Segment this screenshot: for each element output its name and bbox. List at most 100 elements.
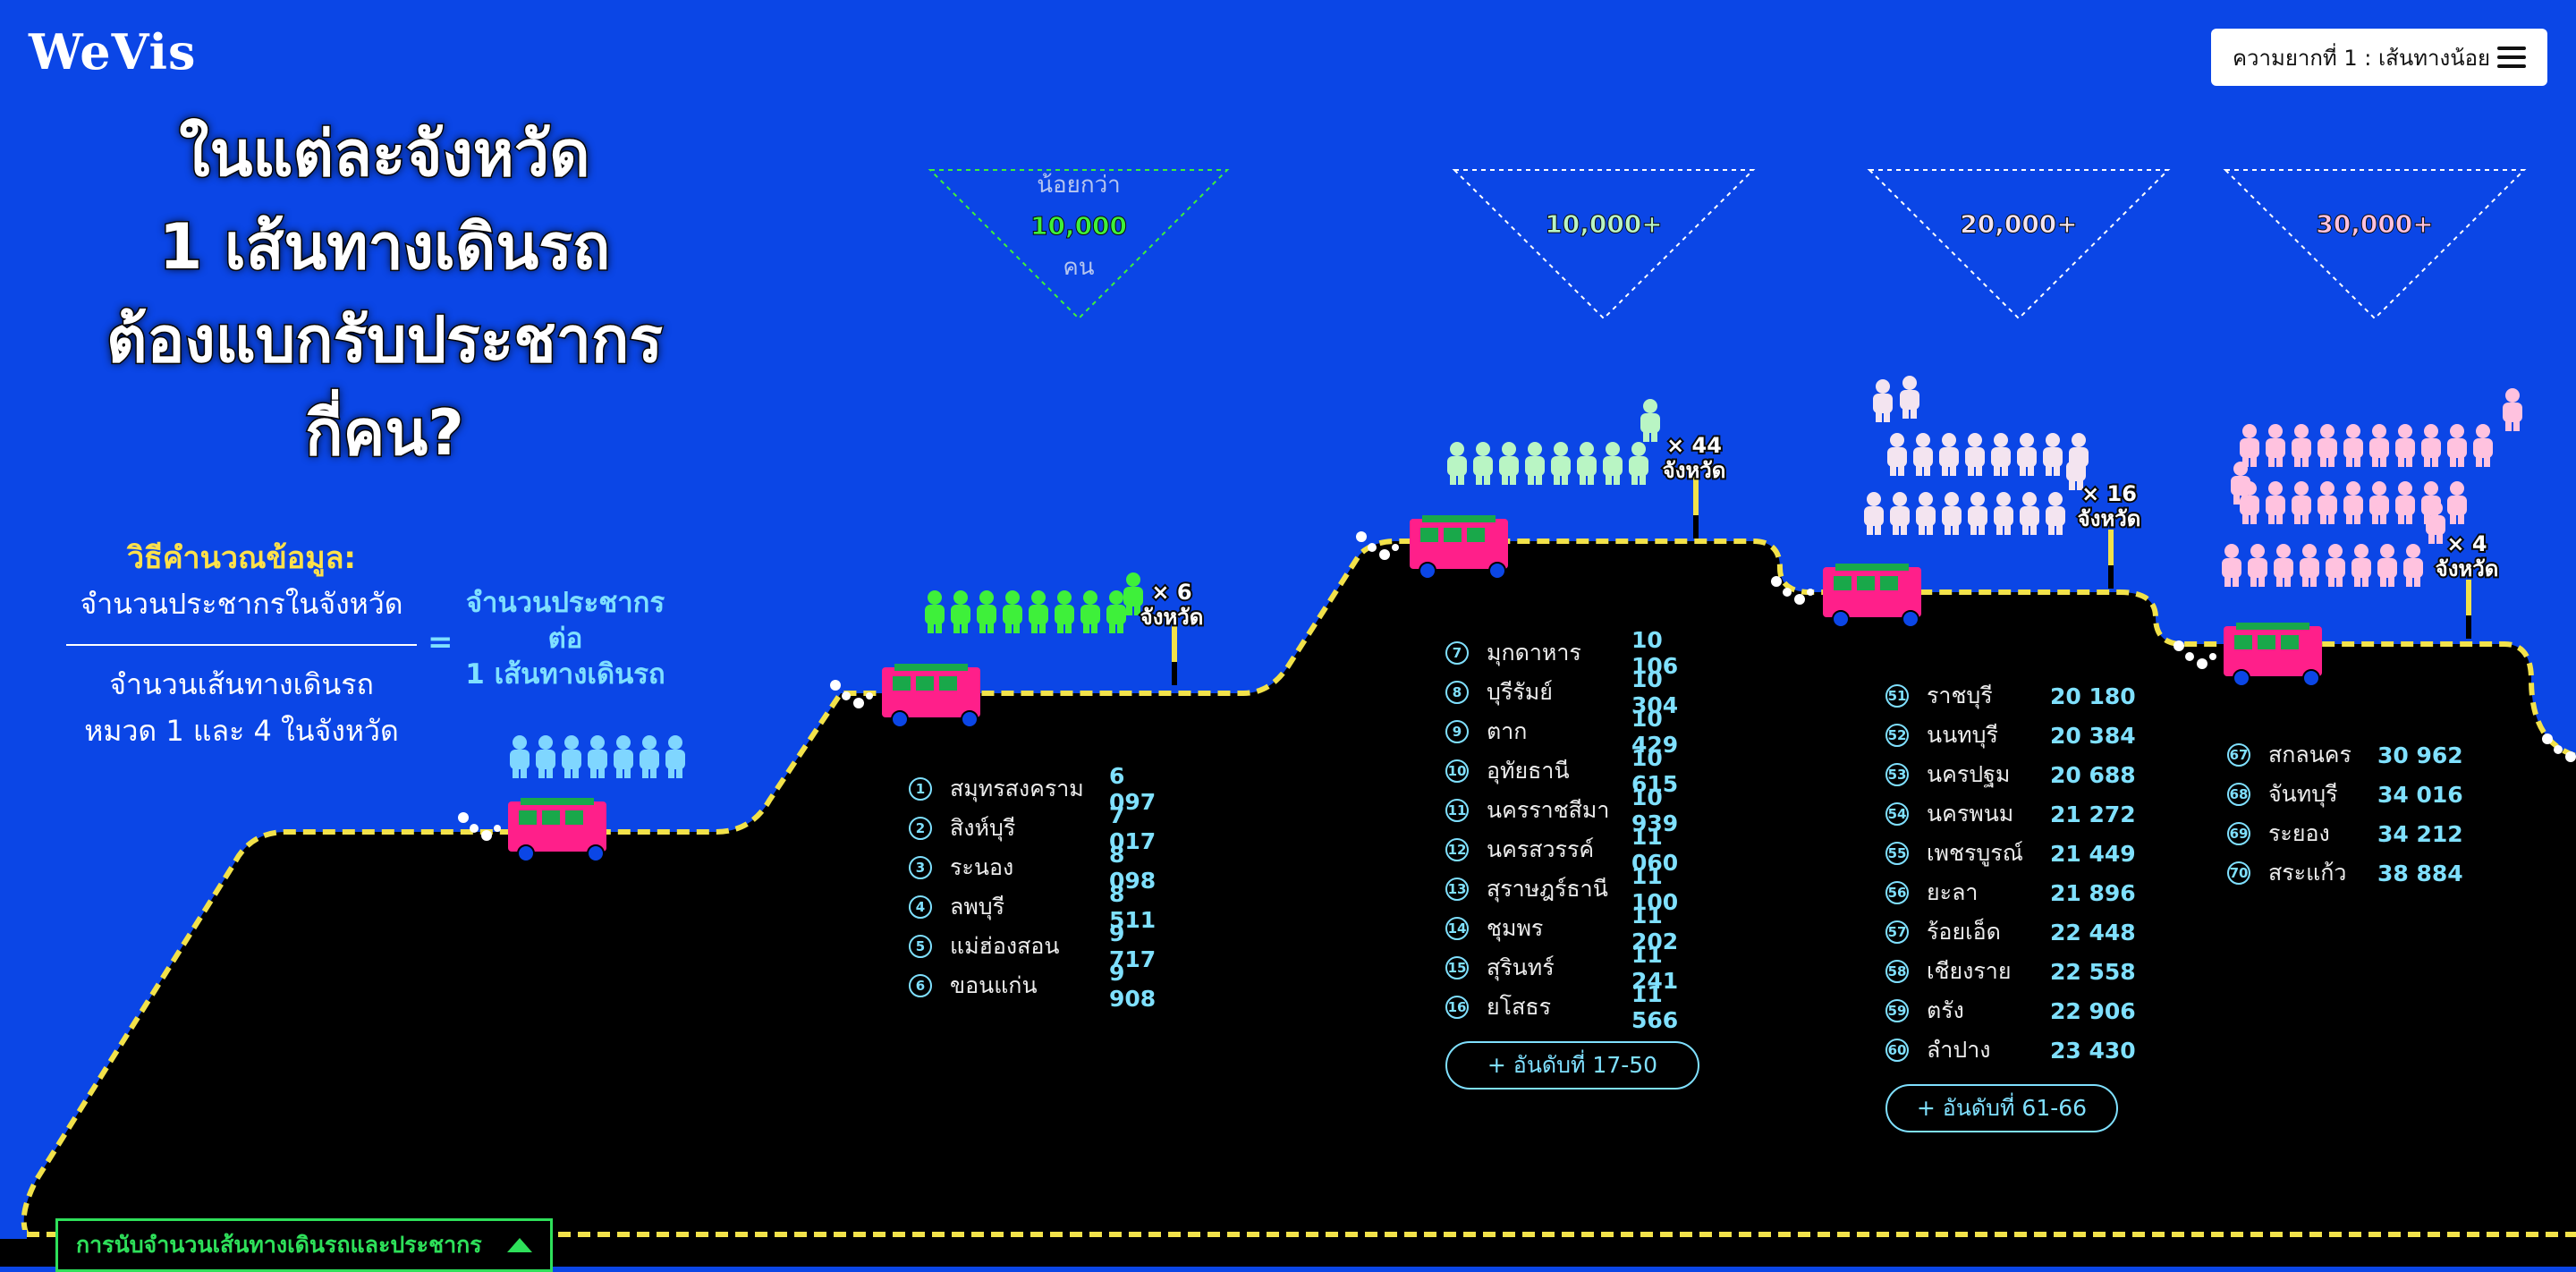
province-name: เชียงราย (1927, 958, 2012, 984)
rank-badge: 67 (2227, 743, 2250, 767)
province-name: สกลนคร (2268, 742, 2351, 767)
rank-badge: 10 (1445, 759, 1469, 783)
method-result: จำนวนประชากร ต่อ 1 เส้นทางเดินรถ (453, 585, 678, 692)
person-figure (1640, 399, 1660, 442)
show-more-ranks-button[interactable]: + อันดับที่ 61-66 (1885, 1084, 2118, 1132)
population-per-route: 21 896 (2050, 879, 2136, 906)
rank-badge: 2 (909, 817, 932, 840)
person-figure (2248, 544, 2267, 587)
person-figure (1913, 433, 1933, 476)
province-row: 55 เพชรบูรณ์ 21 449 (1885, 835, 2154, 871)
person-figure (2266, 424, 2285, 467)
province-name: ยโสธร (1487, 994, 1552, 1020)
person-figure (2395, 481, 2415, 524)
province-name: สมุทรสงคราม (950, 776, 1084, 801)
population-per-route: 10 429 (1631, 706, 1679, 758)
rank-badge: 58 (1885, 960, 1909, 983)
difficulty-menu-button[interactable]: ความยากที่ 1 : เส้นทางน้อย (2211, 29, 2547, 86)
person-figure (1942, 492, 1962, 535)
person-figure (510, 735, 530, 778)
person-figure (2266, 481, 2285, 524)
population-per-route: 11 566 (1631, 981, 1679, 1033)
province-name: ชุมพร (1487, 915, 1544, 941)
population-per-route: 8 098 (1109, 842, 1157, 894)
province-name: นครพนม (1927, 801, 2014, 827)
population-per-route: 8 511 (1109, 881, 1157, 933)
person-figure (2020, 492, 2039, 535)
person-figure (1873, 379, 1893, 422)
province-name: นนทบุรี (1927, 722, 1998, 748)
person-figure (1123, 572, 1143, 615)
bus-3 (1410, 515, 1508, 580)
fraction-line (66, 644, 417, 646)
wevis-logo[interactable]: WeVis (29, 23, 197, 81)
rank-badge: 69 (2227, 822, 2250, 845)
method-title: วิธีคำนวณข้อมูล: (126, 540, 357, 576)
person-figure (2274, 544, 2293, 587)
province-name: ลพบุรี (950, 894, 1005, 920)
province-name: เพชรบูรณ์ (1927, 840, 2023, 866)
bus-2 (882, 664, 980, 728)
rank-badge: 55 (1885, 842, 1909, 865)
person-figure (2343, 481, 2363, 524)
province-name: ตาก (1487, 718, 1528, 744)
person-figure (2017, 433, 2037, 476)
province-name: ระนอง (950, 854, 1014, 880)
population-per-route: 21 449 (2050, 840, 2136, 867)
rank-badge: 7 (1445, 641, 1469, 665)
province-name: จันทบุรี (2268, 781, 2338, 807)
province-row: 7 มุกดาหาร 10 106 (1445, 627, 1714, 679)
population-per-route: 22 558 (2050, 958, 2136, 985)
rank-badge: 16 (1445, 996, 1469, 1019)
population-per-route: 20 384 (2050, 722, 2136, 749)
province-name: ขอนแก่น (950, 972, 1038, 998)
person-figure (2447, 424, 2467, 467)
person-figure (1864, 492, 1884, 535)
population-per-route: 11 202 (1631, 903, 1679, 954)
show-more-ranks-button[interactable]: + อันดับที่ 17-50 (1445, 1041, 1699, 1090)
population-per-route: 21 272 (2050, 801, 2136, 827)
page-title: ในแต่ละจังหวัด 1 เส้นทางเดินรถ ต้องแบกรั… (72, 107, 698, 479)
province-name: มุกดาหาร (1487, 640, 1581, 666)
population-per-route: 34 016 (2377, 781, 2463, 808)
population-per-route: 11 100 (1631, 863, 1679, 915)
person-figure (2395, 424, 2415, 467)
population-per-route: 9 717 (1109, 920, 1157, 972)
person-figure (2046, 492, 2065, 535)
person-figure (925, 590, 945, 633)
population-per-route: 22 906 (2050, 997, 2136, 1024)
province-name: สิงห์บุรี (950, 815, 1016, 841)
province-name: ตรัง (1927, 997, 1964, 1023)
province-name: ร้อยเอ็ด (1927, 919, 2001, 945)
rank-badge: 59 (1885, 999, 1909, 1022)
method-result-line-1: จำนวนประชากร (465, 587, 665, 619)
population-per-route: 11 241 (1631, 942, 1679, 994)
road-terrain (0, 541, 2576, 1267)
person-figure (1965, 433, 1985, 476)
person-figure (1939, 433, 1959, 476)
person-figure (1994, 492, 2013, 535)
population-per-route: 10 106 (1631, 627, 1679, 679)
person-figure (2403, 544, 2423, 587)
rank-badge: 5 (909, 935, 932, 958)
person-figure (2426, 501, 2445, 544)
province-name: นครราชสีมา (1487, 797, 1610, 823)
counting-method-tab[interactable]: การนับจำนวนเส้นทางเดินรถและประชากร (55, 1218, 553, 1272)
province-name: ราชบุรี (1927, 683, 1993, 708)
person-figure (1551, 442, 1571, 485)
